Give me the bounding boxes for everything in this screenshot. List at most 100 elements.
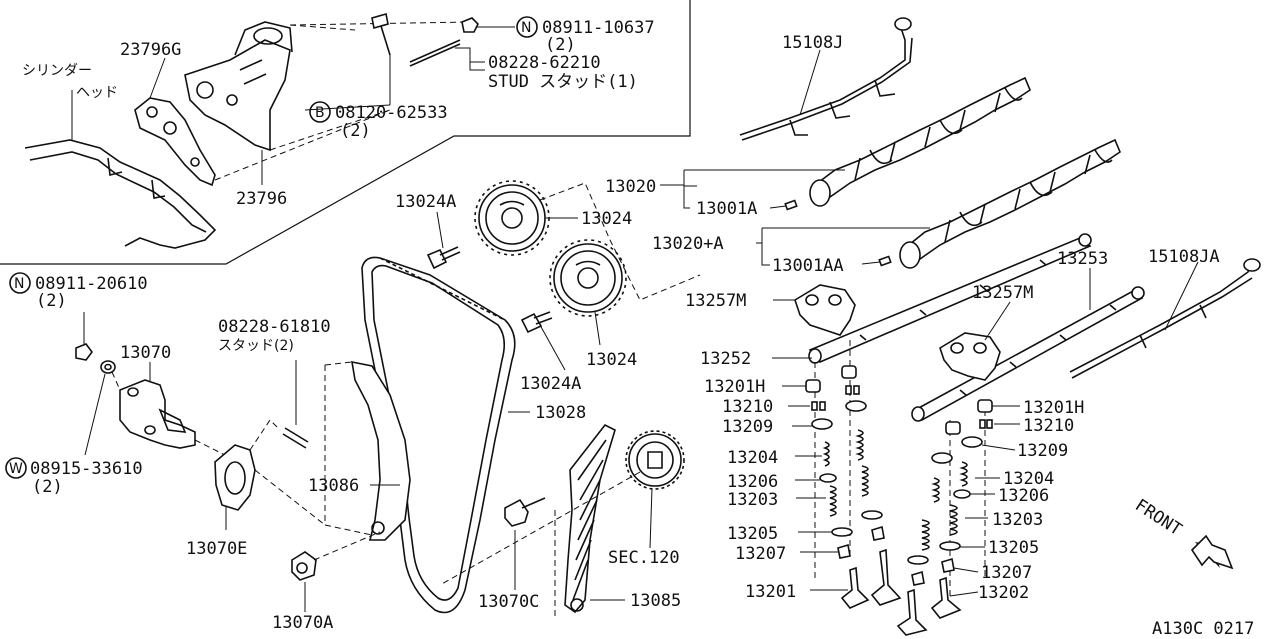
front-arrow (1190, 534, 1234, 570)
part-13024-sprocket-upper (474, 180, 550, 256)
w-08915-33610-washer (84, 360, 116, 456)
label-sec120: SEC.120 (608, 548, 680, 568)
label-13203-right: 13203 (992, 510, 1043, 530)
label-13070: 13070 (120, 343, 171, 363)
n-08911-20610-nut (75, 312, 93, 361)
label-13204-right: 13204 (1003, 469, 1054, 489)
part-13070E-gasket (214, 444, 326, 530)
label-13070C: 13070C (478, 592, 539, 612)
label-diagram-code: A130C 0217 (1152, 619, 1254, 639)
marker-b: B (309, 101, 331, 123)
label-08120-62533-qty: (2) (340, 121, 371, 141)
label-13206-left: 13206 (727, 472, 778, 492)
part-08228-61810-stud (249, 360, 309, 451)
label-08911-10637-qty: (2) (545, 35, 576, 55)
label-15108J: 15108J (782, 33, 843, 53)
part-13070A-bolt (291, 531, 381, 612)
label-13201: 13201 (745, 582, 796, 602)
part-13253-rocker-shaft-right (911, 268, 1145, 422)
part-13028-timing-chain (361, 256, 530, 614)
part-15108J-oil-pipe (739, 17, 913, 141)
label-13201H-right: 13201H (1023, 398, 1084, 418)
part-13070C-bolt (504, 497, 546, 590)
part-13020A-camshaft-2 (899, 138, 1121, 269)
label-13070E: 13070E (186, 539, 247, 559)
label-front: FRONT (1131, 495, 1185, 540)
label-13210-left: 13210 (722, 397, 773, 417)
label-08120-62533: 08120-62533 (335, 103, 448, 123)
part-13257M-rocker-left (773, 284, 856, 336)
label-13001AA: 13001AA (772, 256, 844, 276)
label-13085: 13085 (630, 591, 681, 611)
label-13253: 13253 (1057, 249, 1108, 269)
part-23796G-plate (134, 57, 216, 187)
label-13070A: 13070A (272, 613, 333, 633)
label-13205-left: 13205 (727, 524, 778, 544)
marker-n-left: N (9, 272, 31, 294)
label-13204-left: 13204 (727, 448, 778, 468)
label-13257M-left: 13257M (685, 291, 746, 311)
label-13024-bottom: 13024 (586, 350, 637, 370)
cylinder-head-outline (24, 90, 217, 249)
label-08915-33610-qty: (2) (32, 477, 63, 497)
dowel-pins (784, 199, 892, 267)
label-13001A: 13001A (696, 199, 757, 219)
label-cyl-head-2: ヘッド (76, 85, 118, 101)
label-08228-62210: 08228-62210 (488, 53, 601, 73)
valve-train-right (896, 399, 1020, 636)
part-13257M-rocker-right (939, 301, 1011, 381)
label-cyl-head-1: シリンダー (22, 63, 92, 79)
label-08911-10637: 08911-10637 (542, 18, 655, 38)
marker-n-top: N (516, 16, 538, 38)
label-13024-top: 13024 (581, 209, 632, 229)
marker-n-top-text: N (521, 20, 531, 36)
inset-frame (0, 0, 691, 265)
marker-w: W (5, 457, 27, 479)
label-13020A: 13020+A (652, 234, 724, 254)
part-13086-chain-guide (324, 360, 411, 541)
part-13020-camshaft-1 (685, 76, 1031, 207)
label-13205-right: 13205 (988, 538, 1039, 558)
sprocket-dashed-guides (539, 182, 701, 346)
label-13201H-left: 13201H (704, 377, 765, 397)
label-08911-20610-qty: (2) (36, 291, 67, 311)
label-23796G: 23796G (120, 40, 181, 60)
label-13210-right: 13210 (1023, 416, 1074, 436)
marker-n-left-text: N (14, 276, 24, 292)
label-15108JA: 15108JA (1148, 247, 1220, 267)
part-13024-sprocket-lower (549, 239, 627, 317)
label-13024A-bottom: 13024A (520, 374, 581, 394)
labels: シリンダー ヘッド 23796G 23796 08911-10637 (2) 0… (22, 18, 1254, 639)
part-13085-tension-guide (554, 423, 625, 620)
valve-train-left (782, 340, 902, 609)
label-13028: 13028 (535, 403, 586, 423)
label-13024A-top: 13024A (395, 192, 456, 212)
part-23796-bracket (184, 21, 471, 185)
marker-w-text: W (9, 461, 23, 477)
label-stud-1: STUD スタッド(1) (488, 72, 638, 92)
part-13070-tensioner (111, 362, 226, 456)
label-13252: 13252 (700, 349, 751, 369)
part-15108JA-oil-pipe (1069, 258, 1261, 379)
label-13257M-right: 13257M (972, 283, 1033, 303)
label-08911-20610: 08911-20610 (35, 274, 148, 294)
camshaft-leaders (660, 169, 930, 266)
bolt-stud-group (304, 12, 515, 111)
label-08915-33610: 08915-33610 (30, 459, 143, 479)
part-sec120-crank-sprocket (439, 430, 685, 586)
label-stud-2: スタッド(2) (218, 338, 294, 354)
label-13207-left: 13207 (735, 544, 786, 564)
marker-b-text: B (315, 105, 325, 121)
label-13209-right: 13209 (1017, 441, 1068, 461)
label-08228-61810: 08228-61810 (218, 317, 331, 337)
label-13020: 13020 (605, 177, 656, 197)
part-13024A-bolt-lower (520, 311, 566, 371)
label-13207-right: 13207 (981, 563, 1032, 583)
part-13024A-bolt-upper (426, 211, 461, 270)
label-23796: 23796 (236, 189, 287, 209)
label-13086: 13086 (308, 476, 359, 496)
label-13209-left: 13209 (722, 417, 773, 437)
label-13206-right: 13206 (998, 486, 1049, 506)
